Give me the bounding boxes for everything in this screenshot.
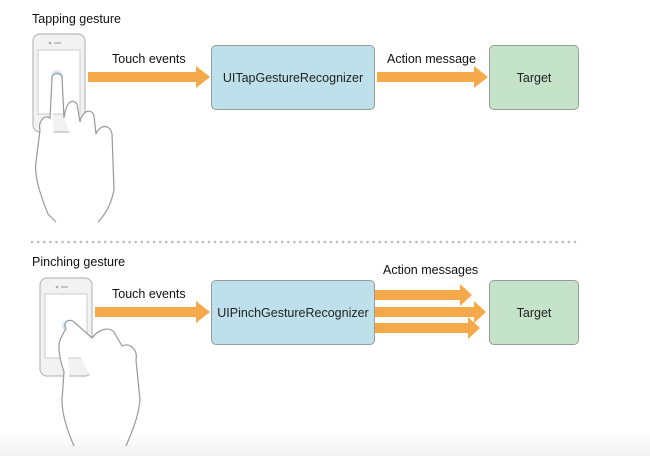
tapping-title: Tapping gesture	[32, 12, 121, 26]
pinching-output-label: Action messages	[383, 263, 479, 277]
action-message-arrow-2	[375, 301, 486, 323]
tapping-hand-icon	[35, 72, 115, 223]
bottom-band	[0, 430, 650, 456]
tapping-input-label: Touch events	[112, 52, 186, 66]
tapping-output-label: Action message	[387, 52, 476, 66]
action-message-arrow	[377, 66, 488, 88]
tapping-target-box: Target	[489, 45, 579, 110]
pinching-target-box: Target	[489, 280, 579, 345]
action-message-arrow-1	[375, 284, 472, 306]
tap-recognizer-box: UITapGestureRecognizer	[211, 45, 375, 110]
touch-events-arrow	[88, 66, 210, 88]
touch-events-arrow	[95, 301, 210, 323]
pinching-input-label: Touch events	[112, 287, 186, 301]
pinch-recognizer-box: UIPinchGestureRecognizer	[211, 280, 375, 345]
arrows	[88, 66, 488, 339]
pinching-hand-icon	[58, 319, 141, 447]
pinching-title: Pinching gesture	[32, 255, 126, 269]
action-message-arrow-3	[375, 317, 480, 339]
